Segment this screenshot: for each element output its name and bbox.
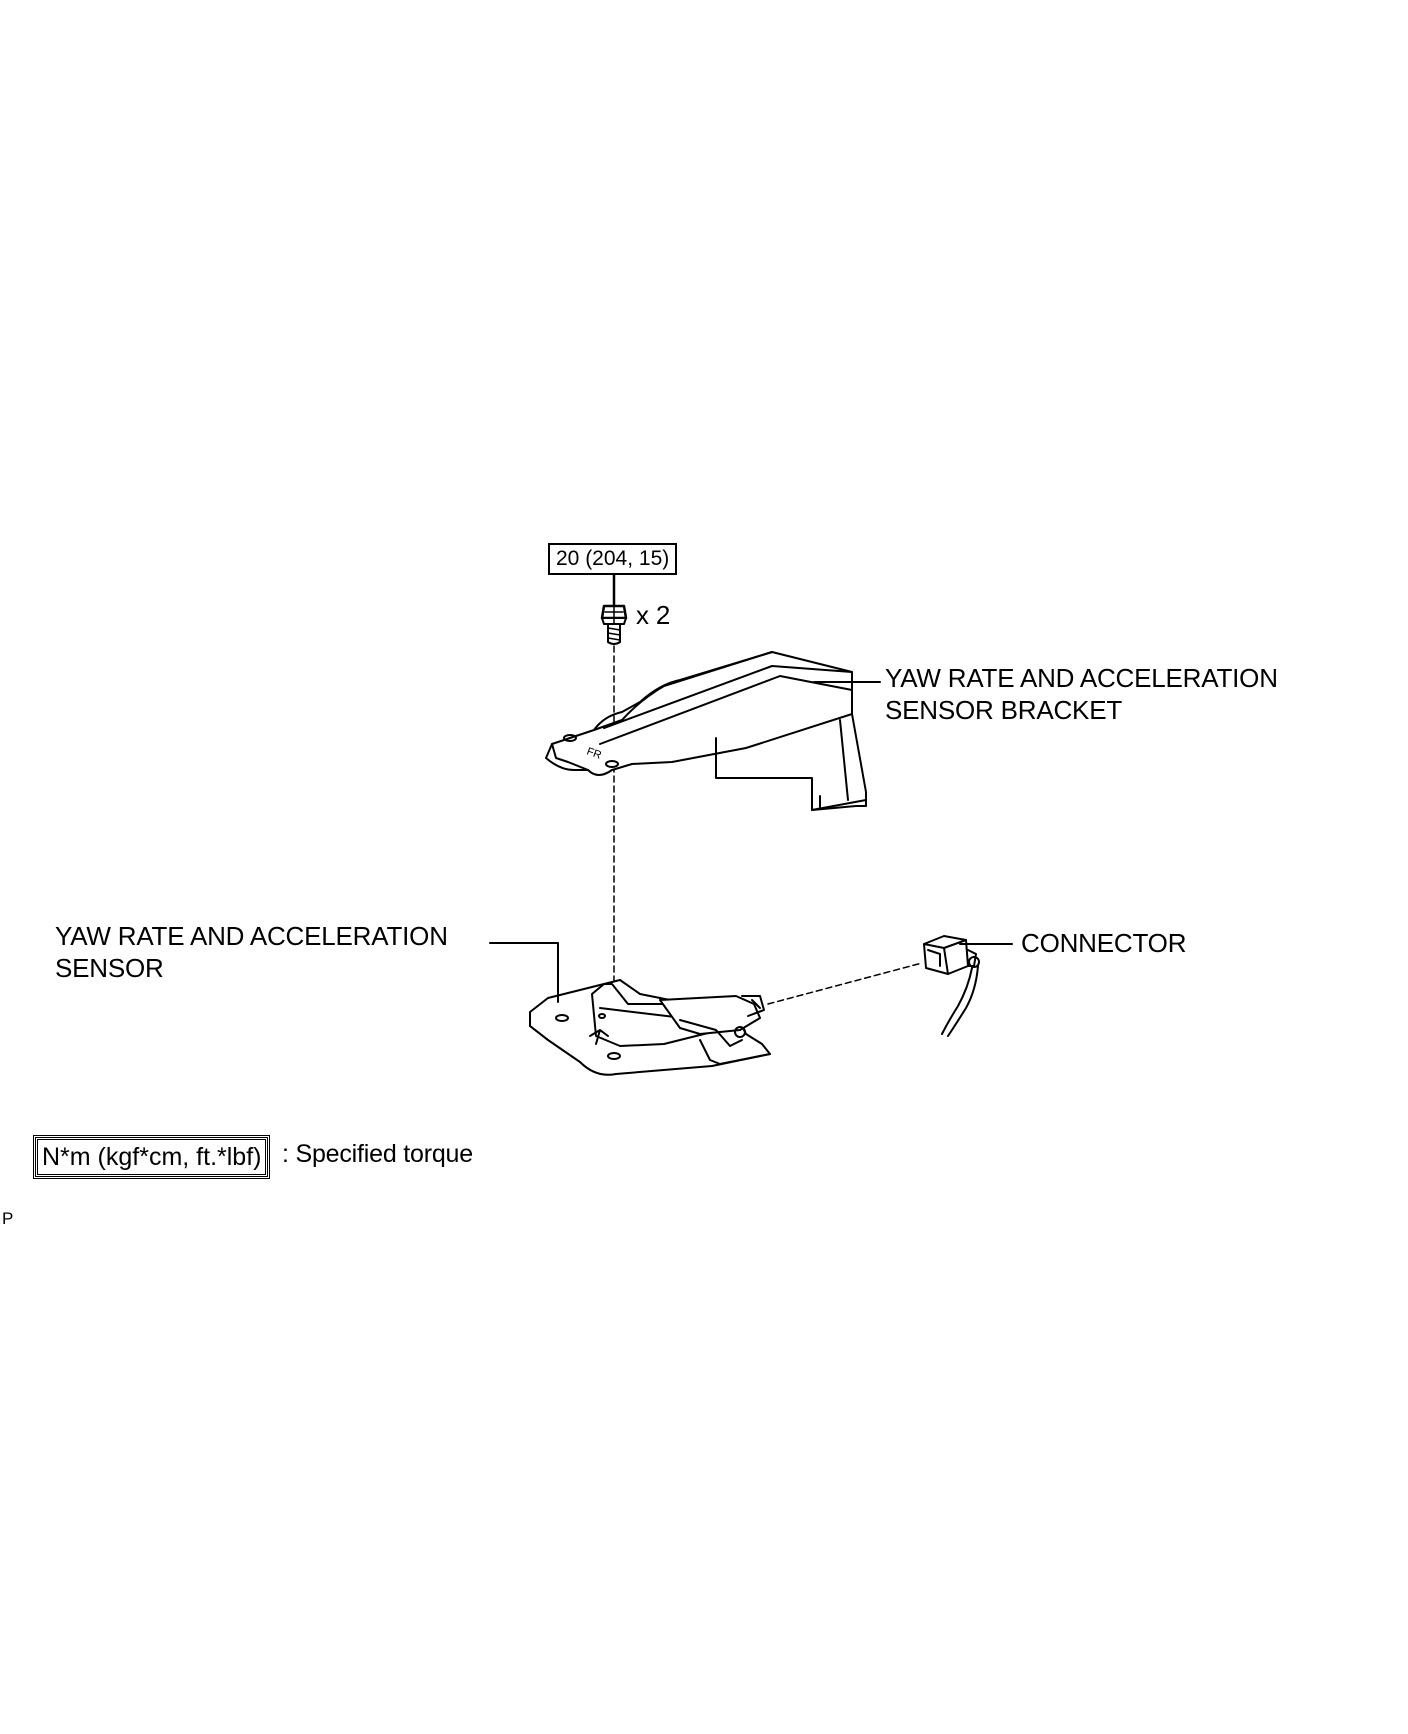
yaw-rate-sensor-drawing — [529, 979, 771, 1076]
page-marker: P — [2, 1209, 14, 1228]
connector-label: CONNECTOR — [1021, 928, 1187, 958]
bracket-label-line-2: SENSOR BRACKET — [885, 695, 1123, 725]
torque-legend-description: : Specified torque — [282, 1140, 473, 1168]
sensor-leader-line — [489, 942, 559, 1003]
sensor-label-line-1: YAW RATE AND ACCELERATION — [55, 921, 448, 951]
torque-value-box: 20 (204, 15) — [548, 543, 678, 575]
torque-units-legend-box: N*m (kgf*cm, ft.*lbf) — [32, 1135, 271, 1179]
connector-icon — [923, 935, 980, 975]
sensor-label-line-2: SENSOR — [55, 953, 164, 983]
bolt-icon — [600, 604, 628, 645]
bolt-quantity-label: x 2 — [636, 600, 671, 630]
connector-wire — [941, 967, 973, 1035]
sensor-bracket-drawing: FR — [545, 651, 867, 811]
connector-alignment-dashed-line — [767, 962, 923, 1005]
bracket-label-line-1: YAW RATE AND ACCELERATION — [885, 663, 1278, 693]
svg-text:FR: FR — [585, 746, 603, 762]
